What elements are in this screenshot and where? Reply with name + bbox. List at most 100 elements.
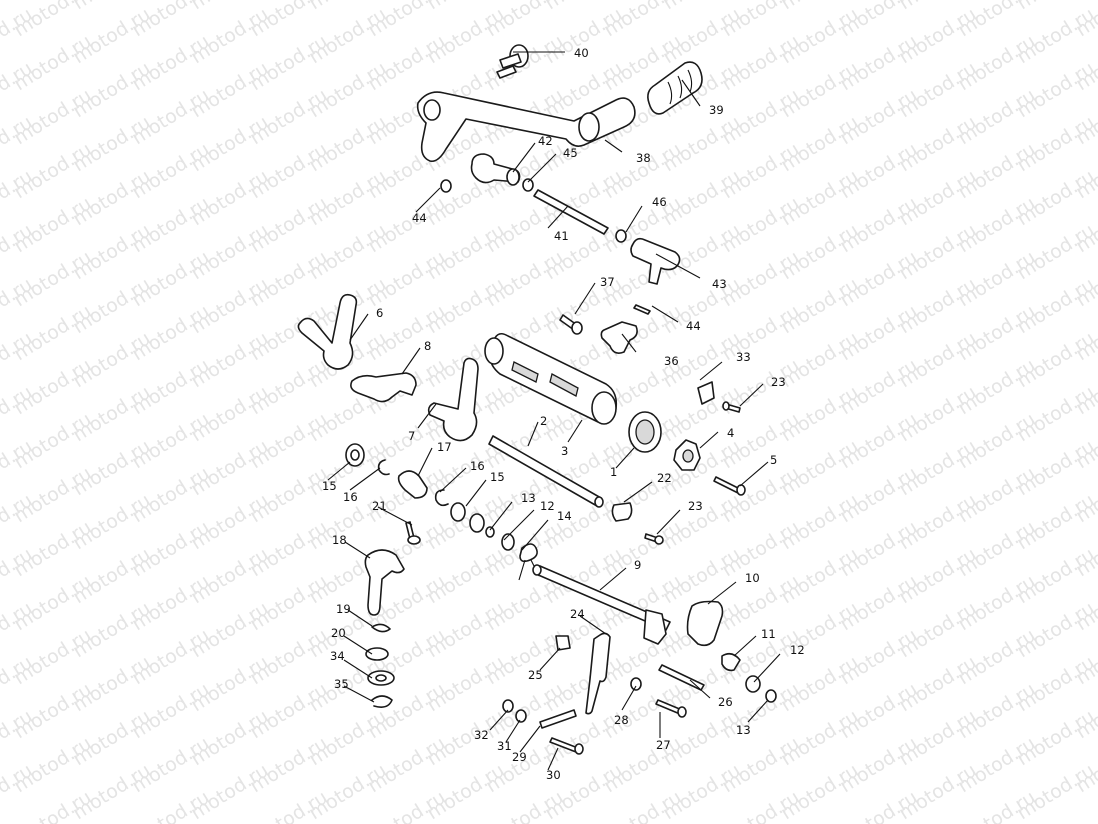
callout-number-32: 32 — [474, 728, 489, 742]
callout-number-10: 10 — [745, 571, 760, 585]
callout-leader-line — [519, 725, 541, 753]
callout-leader-line — [733, 635, 757, 657]
callout-leader-line — [689, 679, 711, 699]
callout-number-19: 19 — [336, 602, 351, 616]
callout-number-23: 23 — [688, 499, 703, 513]
callout-number-17: 17 — [437, 440, 452, 454]
callout-leader-line — [621, 333, 637, 353]
callout-number-2: 2 — [540, 414, 547, 428]
callout-leader-line — [623, 481, 653, 503]
callout-leader-line — [621, 685, 637, 711]
callout-number-20: 20 — [331, 626, 346, 640]
callout-number-44: 44 — [412, 211, 427, 225]
callout-number-5: 5 — [770, 453, 777, 467]
callout-leader-line — [699, 431, 719, 449]
callout-number-4: 4 — [727, 426, 734, 440]
callout-number-12: 12 — [540, 499, 555, 513]
callout-leader-line — [625, 205, 643, 233]
callout-leader-line — [343, 635, 373, 655]
callout-leader-line — [344, 541, 371, 559]
callout-leader-line — [547, 747, 559, 771]
callout-leader-line — [505, 719, 521, 743]
callout-number-41: 41 — [554, 229, 569, 243]
callout-number-36: 36 — [664, 354, 679, 368]
callout-leader-line — [343, 685, 375, 703]
callout-leader-line — [539, 647, 561, 671]
callout-leader-line — [489, 501, 513, 531]
callout-number-15: 15 — [490, 470, 505, 484]
callout-number-15: 15 — [322, 479, 337, 493]
callout-number-37: 37 — [600, 275, 615, 289]
callout-number-18: 18 — [332, 533, 347, 547]
callout-leader-line — [747, 699, 769, 723]
callout-leader-line — [579, 615, 607, 635]
callout-number-45: 45 — [563, 146, 578, 160]
callout-number-33: 33 — [736, 350, 751, 364]
callout-leader-line — [753, 653, 781, 683]
callout-number-13: 13 — [521, 491, 536, 505]
callout-number-38: 38 — [636, 151, 651, 165]
callout-number-6: 6 — [376, 306, 383, 320]
callout-number-14: 14 — [557, 509, 572, 523]
callout-leader-line — [349, 313, 369, 341]
callout-leader-line — [415, 187, 441, 213]
callout-leader-line — [343, 659, 373, 679]
callout-leader-line — [527, 421, 539, 447]
callout-number-22: 22 — [657, 471, 672, 485]
callout-number-39: 39 — [709, 103, 724, 117]
callout-number-24: 24 — [570, 607, 585, 621]
callout-number-31: 31 — [497, 739, 512, 753]
callout-leader-line — [377, 506, 413, 526]
callout-number-21: 21 — [372, 499, 387, 513]
callout-number-44: 44 — [686, 319, 701, 333]
callout-number-42: 42 — [538, 134, 553, 148]
callout-number-3: 3 — [561, 444, 568, 458]
callout-leader-line — [615, 447, 635, 469]
callout-number-30: 30 — [546, 768, 561, 782]
callout-leader-line — [417, 447, 433, 477]
callout-number-16: 16 — [343, 490, 358, 504]
callout-leader-line — [656, 509, 681, 535]
callout-number-40: 40 — [574, 46, 589, 60]
callout-leader-line — [503, 509, 535, 541]
callout-number-34: 34 — [330, 649, 345, 663]
callout-leader-line — [327, 461, 351, 481]
callout-leader-line — [521, 519, 549, 551]
callout-leader-line — [547, 205, 569, 229]
callout-leader-line — [707, 581, 737, 605]
callout-leader-line — [527, 153, 557, 183]
callout-number-1: 1 — [610, 465, 617, 479]
callout-leader-line — [347, 609, 373, 627]
callout-number-13: 13 — [736, 723, 751, 737]
callout-leader-line — [349, 467, 381, 491]
callout-leader-line — [699, 361, 723, 381]
callout-number-16: 16 — [470, 459, 485, 473]
callout-number-26: 26 — [718, 695, 733, 709]
callout-number-35: 35 — [334, 677, 349, 691]
callout-number-29: 29 — [512, 750, 527, 764]
callout-number-28: 28 — [614, 713, 629, 727]
callout-leader-line — [681, 79, 701, 107]
parts-drawing — [297, 44, 777, 755]
callout-number-12: 12 — [790, 643, 805, 657]
callout-leader-line — [417, 403, 437, 429]
callout-leader-line — [465, 479, 487, 507]
callout-number-25: 25 — [528, 668, 543, 682]
callout-leader-line — [739, 461, 769, 487]
callout-leader-line — [489, 709, 509, 731]
callout-number-7: 7 — [408, 429, 415, 443]
callout-leader-line — [604, 139, 623, 153]
callout-leader-line — [567, 419, 583, 443]
callout-leader-line — [574, 282, 596, 315]
callout-leader-line — [512, 142, 536, 173]
callout-number-8: 8 — [424, 339, 431, 353]
callout-number-46: 46 — [652, 195, 667, 209]
callout-leader-line — [599, 567, 627, 591]
callout-number-23: 23 — [771, 375, 786, 389]
callout-leader-line — [401, 347, 421, 375]
callout-leader-line — [439, 467, 467, 493]
callout-leader-line — [739, 383, 764, 407]
callout-number-9: 9 — [634, 558, 641, 572]
